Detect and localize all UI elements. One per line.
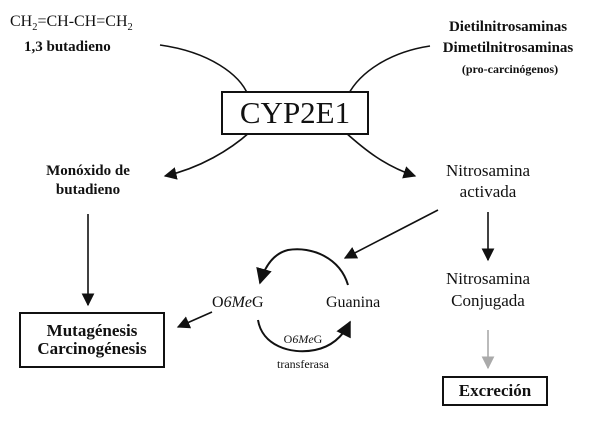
transferase-line2: transferasa xyxy=(277,357,329,371)
enzyme-label: CYP2E1 xyxy=(239,94,351,130)
o6meg-label: O6MeG xyxy=(212,294,264,311)
activated-line1: Nitrosamina xyxy=(445,161,531,180)
arrow-cycle-top xyxy=(256,248,349,286)
conjugated-line1: Nitrosamina xyxy=(445,269,531,288)
procarcinogens-note: (pro-carcinógenos) xyxy=(461,62,559,76)
mutagenesis-box: Mutagénesis Carcinogénesis xyxy=(19,312,165,368)
monoxide-line1: Monóxido de xyxy=(46,163,130,179)
activated-line2: activada xyxy=(459,182,517,201)
guanine-label: Guanina xyxy=(326,294,381,311)
carcinogenesis-line2: Carcinogénesis xyxy=(37,339,147,358)
conjugated-line2: Conjugada xyxy=(451,291,525,310)
enzyme-box: CYP2E1 xyxy=(221,91,369,135)
arrow-activated-to-o6meg xyxy=(343,209,439,259)
transferase-line1: O6MeG xyxy=(283,332,323,346)
nitrosamines-line1: Dietilnitrosaminas xyxy=(448,19,568,35)
nitrosamines-line2: Dimetilnitrosaminas xyxy=(442,40,574,56)
arrow-cyp-to-activated xyxy=(344,131,417,179)
arrow-nitrosamines-to-cyp xyxy=(347,45,431,96)
arrow-butadiene-to-cyp xyxy=(159,44,249,96)
monoxide-line2: butadieno xyxy=(55,182,121,198)
arrow-cyp-to-monoxide xyxy=(163,131,251,180)
butadiene-name: 1,3 butadieno xyxy=(24,39,111,55)
mutagenesis-line1: Mutagénesis xyxy=(46,321,138,341)
arrow-o6meg-to-mutagenesis xyxy=(176,311,213,329)
excretion-box: Excreción xyxy=(442,376,548,406)
arrow-cycle-bottom xyxy=(257,319,351,353)
excretion-label: Excreción xyxy=(458,381,532,401)
butadiene-formula: CH2=CH-CH=CH2 xyxy=(10,13,133,34)
